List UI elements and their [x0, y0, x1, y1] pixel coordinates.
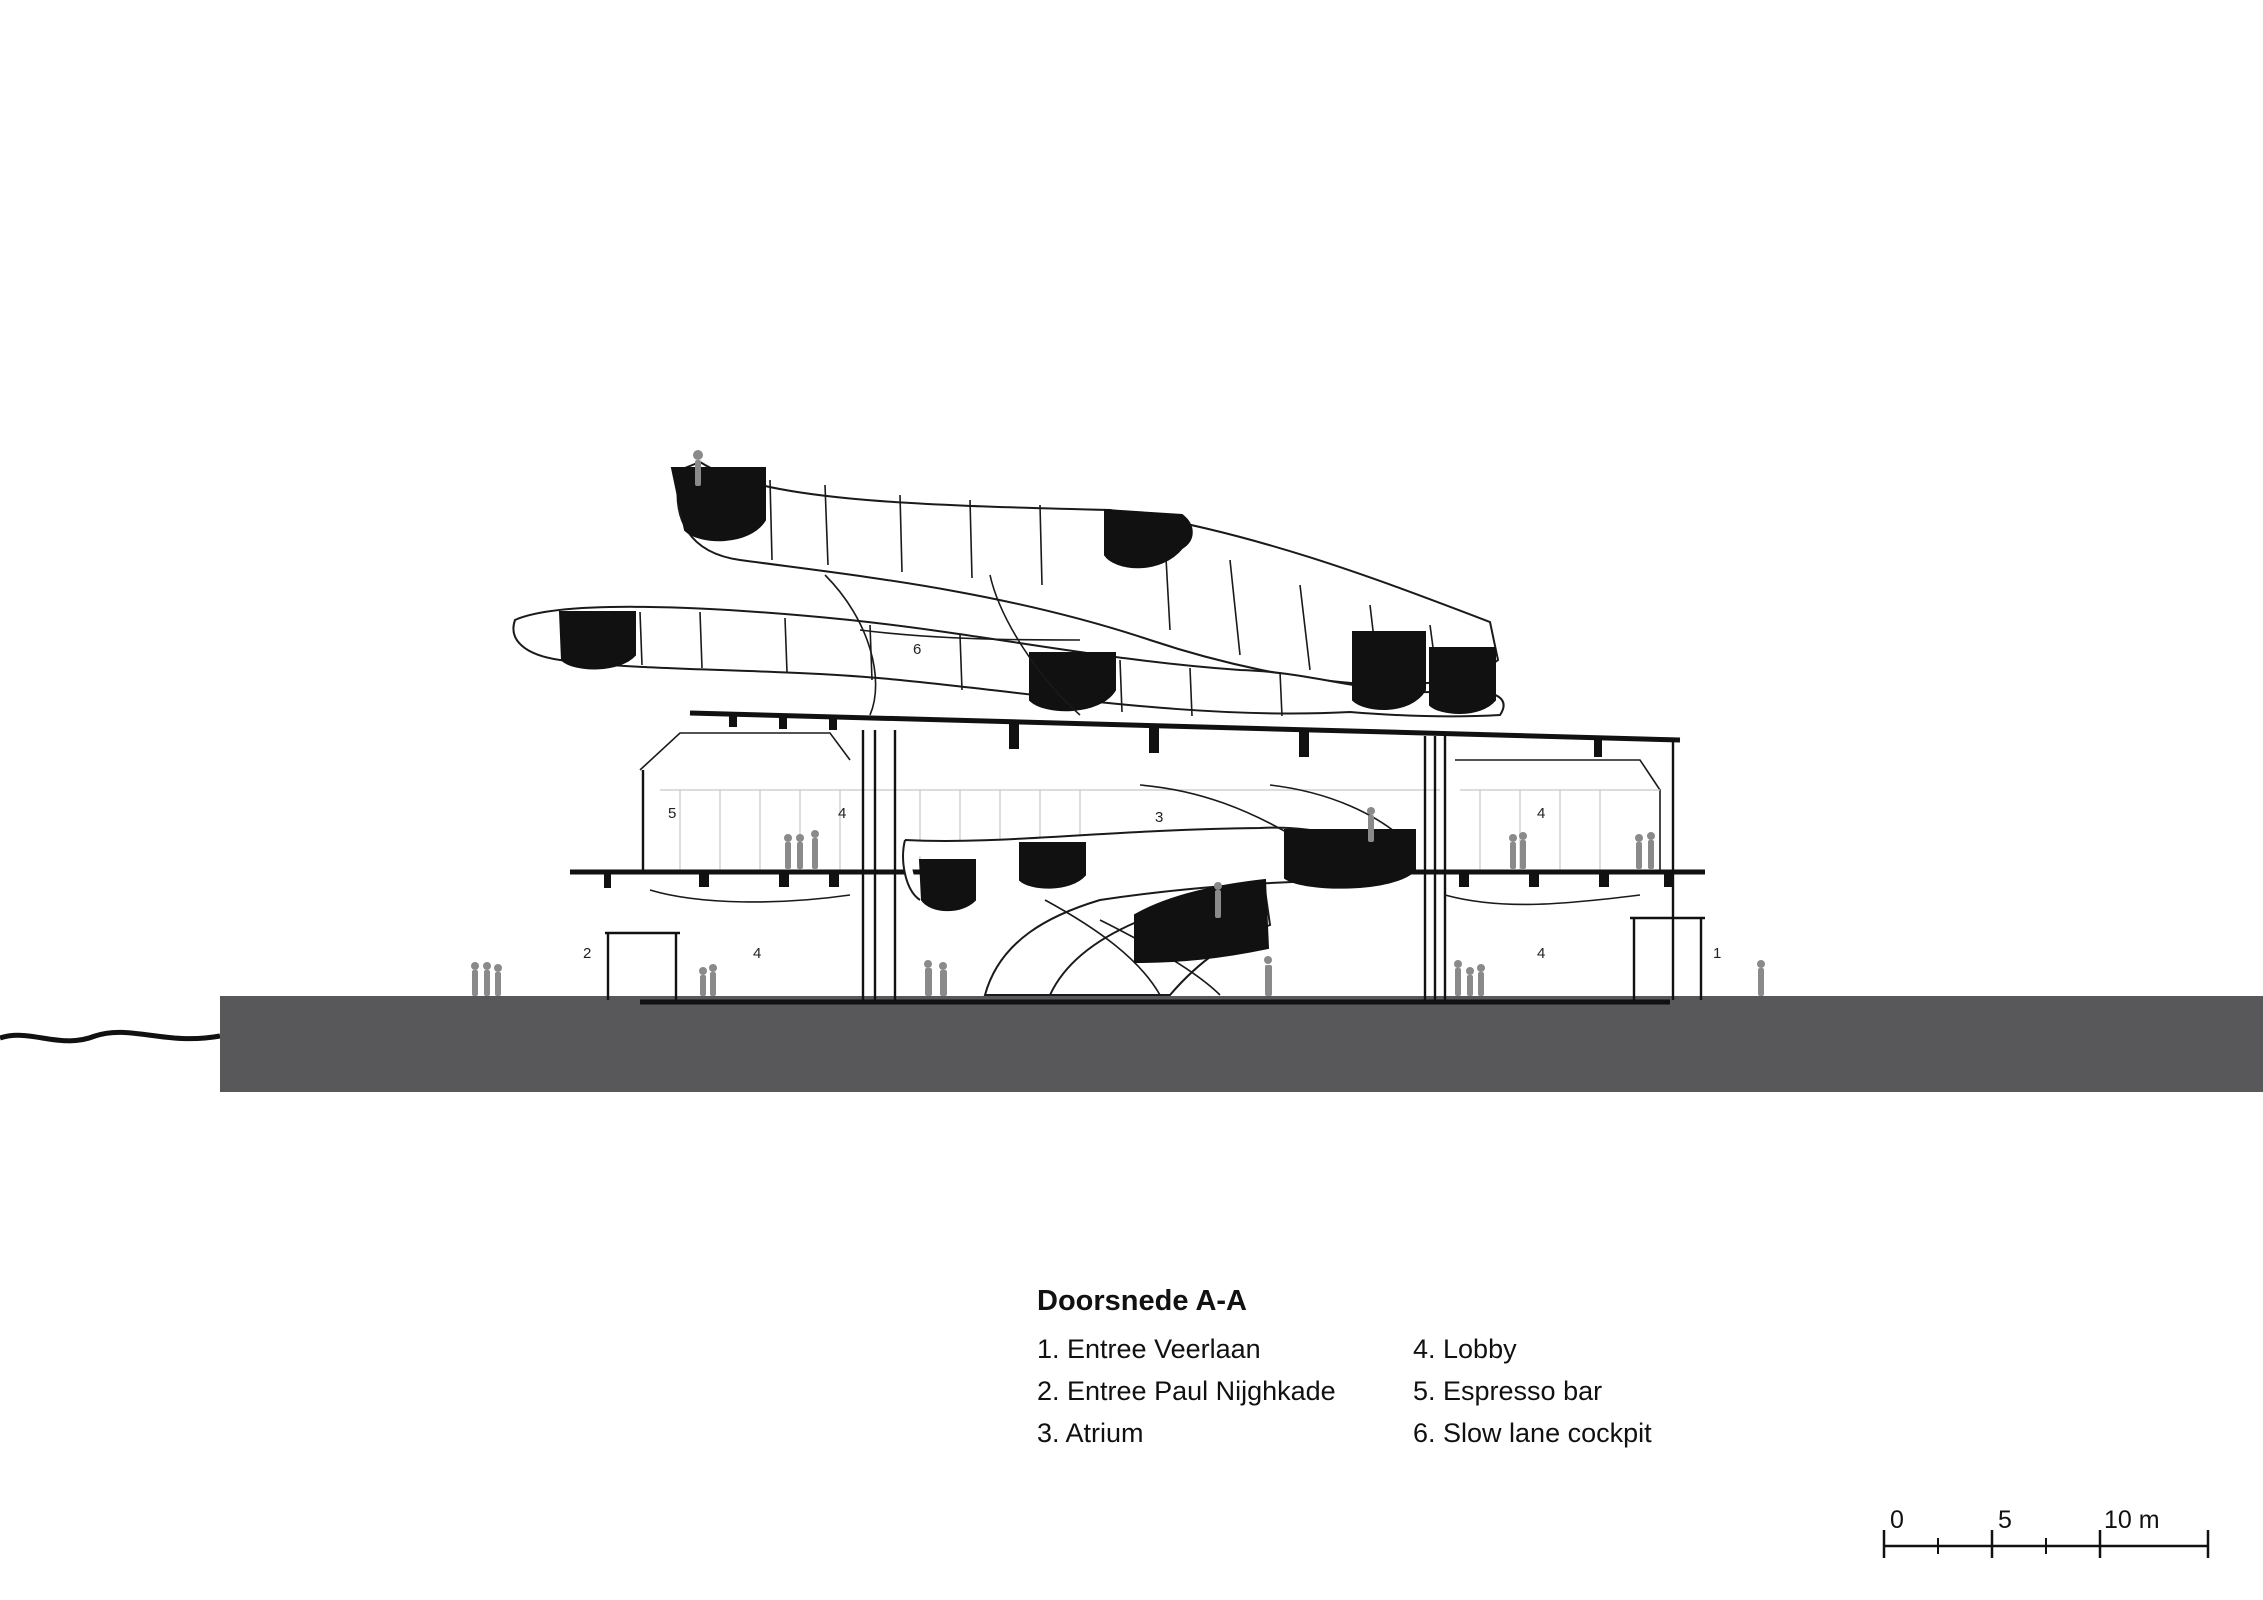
legend: Doorsnede A-A 1. Entree Veerlaan 2. Entr…: [1037, 1285, 1652, 1454]
glass-facade-lines: [660, 789, 1660, 870]
zone-label-5: 5: [668, 805, 676, 822]
tube-middle-ribs: [639, 611, 1283, 717]
legend-item-espresso-bar: 5. Espresso bar: [1413, 1376, 1603, 1406]
structural-columns: [641, 730, 1675, 1000]
cockpit-pod-mid-right-b: [1429, 647, 1496, 714]
zone-label-4-ground-right: 4: [1537, 945, 1545, 962]
roof-ceiling: [879, 716, 1421, 735]
roof-beams: [729, 713, 1602, 757]
zone-label-4-upper-left: 4: [838, 805, 846, 822]
ground-plinth: [220, 996, 2263, 1092]
zone-label-4-ground-left: 4: [753, 945, 761, 962]
floor-beams: [604, 871, 1674, 888]
legend-column-1: 1. Entree Veerlaan 2. Entree Paul Nijghk…: [1037, 1328, 1413, 1454]
lobby-right-volume: [1455, 759, 1661, 870]
scale-label-5: 5: [1998, 1506, 2012, 1534]
legend-item-entree-veerlaan: 1. Entree Veerlaan: [1037, 1334, 1261, 1364]
cockpit-pod-top-left: [670, 467, 766, 542]
legend-item-slow-lane-cockpit: 6. Slow lane cockpit: [1413, 1418, 1652, 1448]
zone-label-4-upper-right: 4: [1537, 805, 1545, 822]
cockpit-pod-top-mid: [1104, 508, 1193, 569]
cockpit-pod-atrium-2: [1019, 842, 1086, 889]
zone-label-6: 6: [913, 641, 921, 658]
legend-column-2: 4. Lobby 5. Espresso bar 6. Slow lane co…: [1413, 1328, 1652, 1454]
cockpit-pod-atrium-stair: [1134, 878, 1270, 964]
scale-bar: 0 5 10 m: [1882, 1506, 2210, 1558]
scale-label-0: 0: [1890, 1506, 1904, 1534]
lobby-left-ceiling: [649, 889, 851, 903]
slow-lane-tube-middle: [512, 605, 1505, 718]
cockpit-pod-mid-center: [1029, 652, 1116, 712]
zone-label-1: 1: [1713, 945, 1721, 962]
atrium-spiral-lines: [1044, 784, 1411, 996]
legend-title: Doorsnede A-A: [1037, 1285, 1247, 1317]
zone-label-3: 3: [1155, 809, 1163, 826]
legend-item-lobby: 4. Lobby: [1413, 1334, 1517, 1364]
atrium-funnel: [824, 574, 1081, 716]
cockpit-pod-atrium-3: [1284, 829, 1416, 889]
people-silhouettes: [471, 450, 1765, 996]
lobby-right-ceiling: [1444, 894, 1641, 906]
espresso-bar-volume: [639, 732, 851, 771]
water-line: [0, 1029, 221, 1044]
entrance-canopies: [605, 916, 1705, 1000]
building-section-drawing: 6: [0, 450, 2263, 1092]
legend-item-entree-paul-nijghkade: 2. Entree Paul Nijghkade: [1037, 1376, 1336, 1406]
scale-label-10: 10 m: [2104, 1506, 2160, 1534]
legend-columns: 1. Entree Veerlaan 2. Entree Paul Nijghk…: [1037, 1328, 1652, 1454]
cockpit-pod-atrium-1: [918, 859, 976, 912]
cockpit-pod-mid-left: [558, 611, 636, 670]
zone-label-2: 2: [583, 945, 591, 962]
cockpit-pod-mid-right-a: [1352, 631, 1426, 710]
legend-item-atrium: 3. Atrium: [1037, 1418, 1144, 1448]
